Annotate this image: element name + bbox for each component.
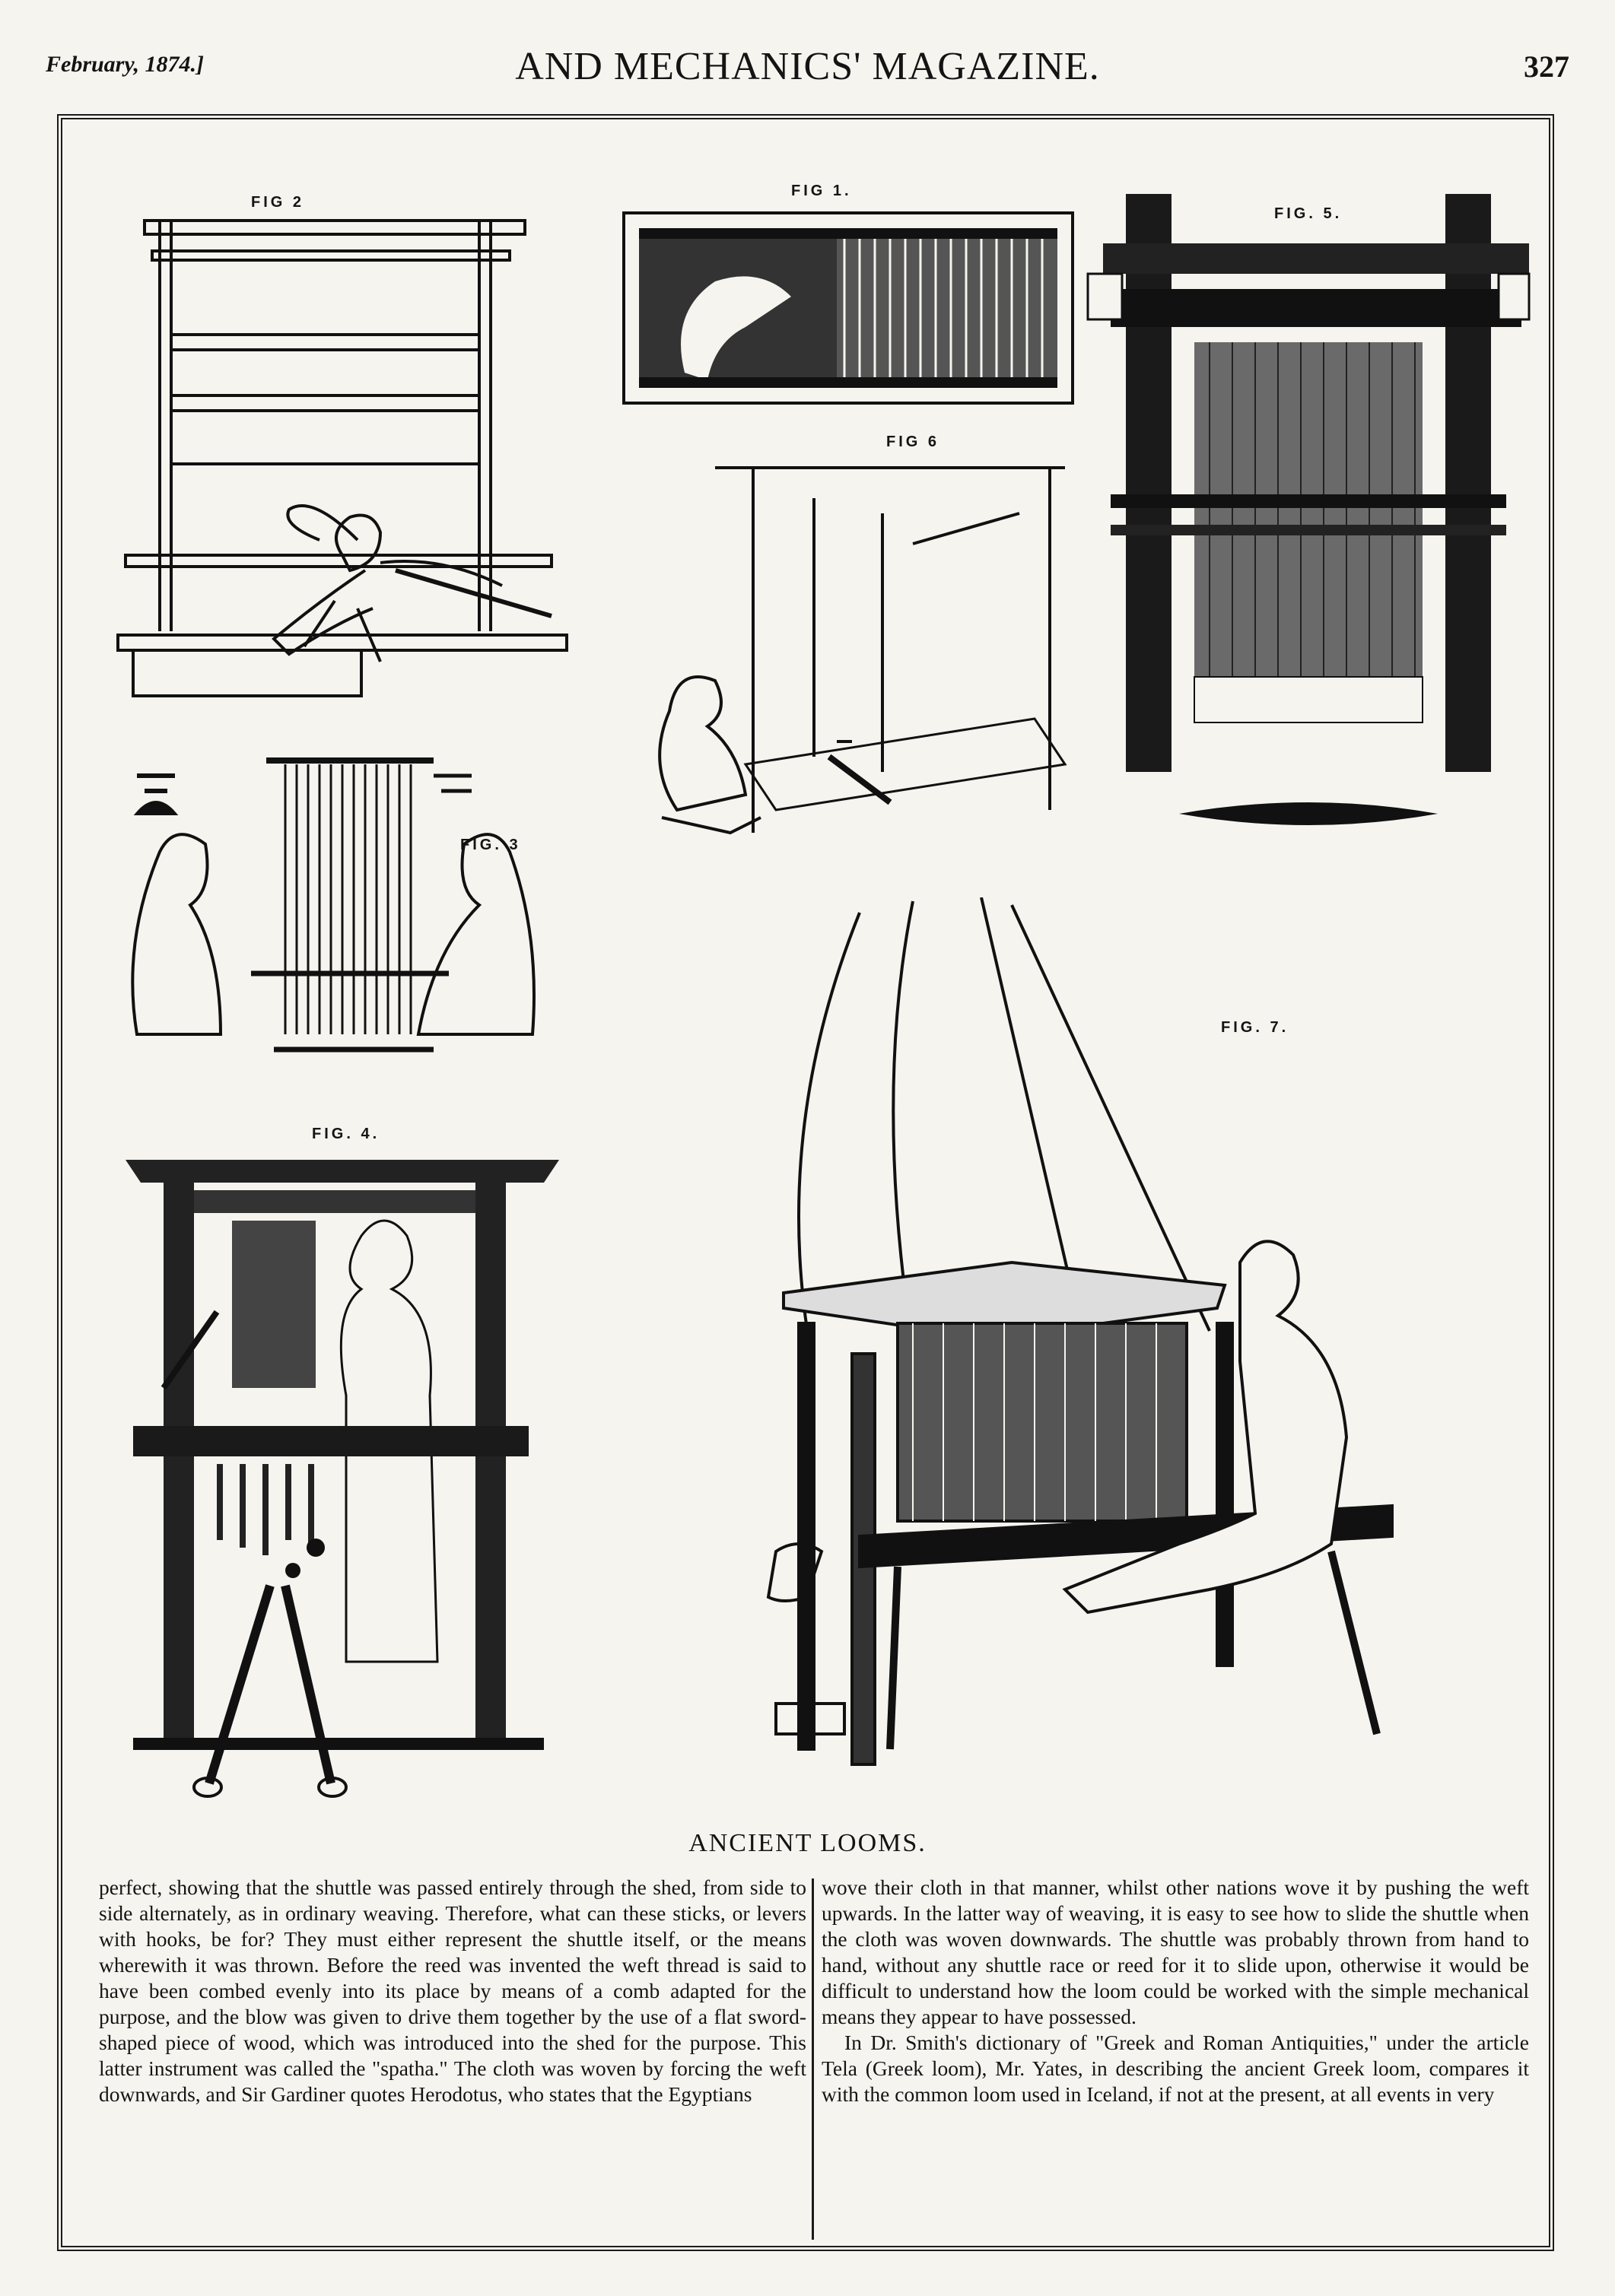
page-number: 327 xyxy=(1524,49,1569,84)
illustration-frame xyxy=(57,114,1554,2251)
fig-7-engraving xyxy=(753,897,1445,1787)
right-paragraph: wove their cloth in that manner, whilst … xyxy=(822,1875,1529,2028)
page-header: February, 1874.] AND MECHANICS' MAGAZINE… xyxy=(46,21,1569,97)
fig-4-label: FIG. 4. xyxy=(312,1126,380,1142)
fig-5-label: FIG. 5. xyxy=(1274,205,1343,222)
magazine-title: AND MECHANICS' MAGAZINE. xyxy=(515,45,1100,88)
fig-1-label: FIG 1. xyxy=(791,183,852,199)
column-divider xyxy=(812,1878,814,2240)
fig-3-engraving xyxy=(114,745,571,1080)
fig-6-label: FIG 6 xyxy=(886,433,940,450)
left-text-column: perfect, showing that the shuttle was pa… xyxy=(99,1875,806,2107)
fig-4-engraving xyxy=(118,1145,567,1806)
issue-date: February, 1874.] xyxy=(46,52,205,77)
fig-5-engraving xyxy=(1080,190,1537,844)
left-paragraph: perfect, showing that the shuttle was pa… xyxy=(99,1875,806,2106)
figure-caption: ANCIENT LOOMS. xyxy=(688,1829,927,1857)
right-paragraph: In Dr. Smith's dictionary of "Greek and … xyxy=(822,2031,1529,2106)
fig-6-engraving xyxy=(639,453,1080,848)
right-text-column: wove their cloth in that manner, whilst … xyxy=(822,1875,1529,2107)
fig-1-engraving xyxy=(616,205,1080,411)
fig-2-label: FIG 2 xyxy=(251,194,305,211)
fig-2-engraving xyxy=(114,205,571,700)
fig-7-label: FIG. 7. xyxy=(1221,1019,1289,1036)
